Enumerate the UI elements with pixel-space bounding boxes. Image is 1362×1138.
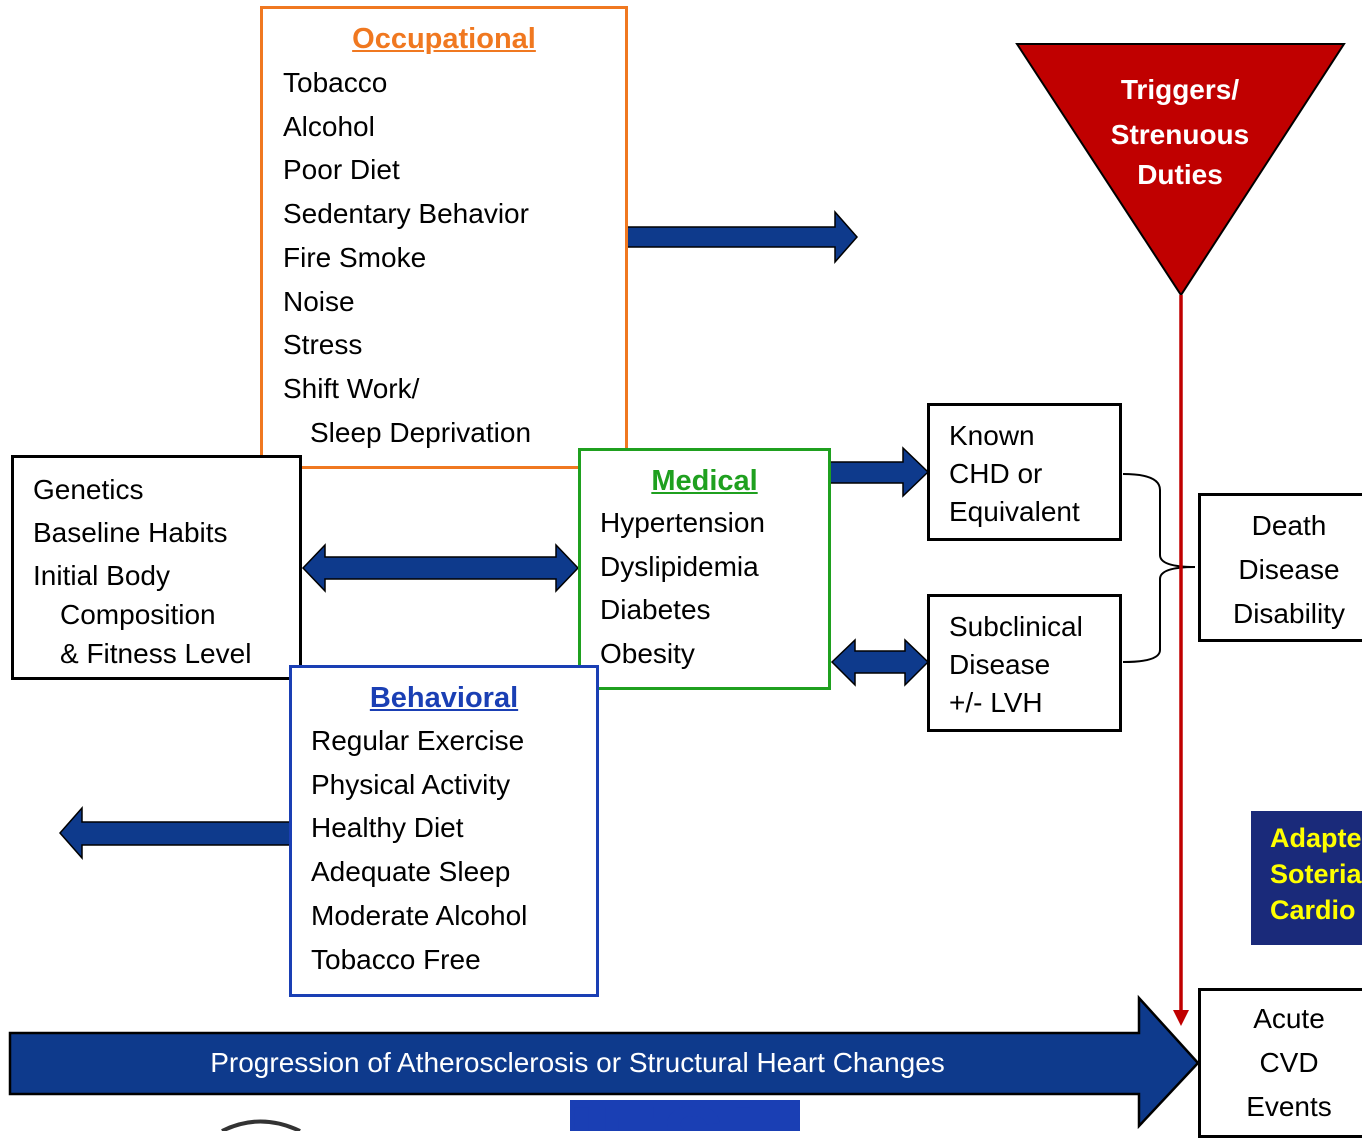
- logo-fragment-left-arc: [221, 1119, 301, 1131]
- occupational-out-arrow: [626, 210, 858, 264]
- adapted-box: Adapte Soteria Cardio: [1251, 811, 1362, 945]
- progression-label: Progression of Atherosclerosis or Struct…: [210, 1047, 945, 1078]
- medical-item: Dyslipidemia: [600, 550, 759, 582]
- medical-subclinical-double-arrow: [830, 638, 930, 687]
- progression-arrow: [8, 994, 1200, 1130]
- outcomes-line: Death: [1251, 510, 1327, 541]
- behavioral-out-arrow: [59, 806, 291, 860]
- outcomes-line: Disability: [1232, 598, 1346, 629]
- known-chd-line: CHD or: [949, 458, 1043, 489]
- behavioral-item: Adequate Sleep: [311, 856, 511, 888]
- subclinical-line: +/- LVH: [949, 687, 1043, 718]
- baseline-item: Baseline Habits: [33, 517, 228, 548]
- behavioral-item: Moderate Alcohol: [311, 899, 528, 931]
- known-chd-box: Known CHD or Equivalent: [927, 403, 1122, 541]
- occupational-item: Shift Work/: [283, 372, 420, 404]
- known-chd-line: Known: [949, 420, 1035, 451]
- logo-fragment-shape: [570, 1100, 800, 1131]
- occupational-item: Stress: [283, 329, 363, 361]
- medical-item: Hypertension: [600, 507, 765, 538]
- acute-line: Acute: [1253, 1003, 1325, 1034]
- behavioral-item: Regular Exercise: [311, 725, 525, 756]
- occupational-item: Poor Diet: [283, 154, 400, 186]
- subclinical-line: Subclinical: [949, 611, 1083, 642]
- logo-text-label: IFSI: [568, 1093, 804, 1132]
- trigger-line-text: Duties: [1137, 159, 1223, 190]
- baseline-item: Genetics: [33, 474, 144, 505]
- occupational-item: Alcohol: [283, 110, 375, 142]
- occupational-item: Fire Smoke: [283, 241, 427, 273]
- acute-line: Events: [1246, 1091, 1332, 1122]
- behavioral-item: Physical Activity: [311, 768, 511, 800]
- outcomes-line: Disease: [1238, 554, 1340, 585]
- baseline-item: Initial Body: [33, 560, 170, 591]
- behavioral-box: Behavioral Regular Exercise Physical Act…: [289, 665, 599, 997]
- occupational-item: Noise: [283, 285, 355, 317]
- occupational-title: Occupational: [352, 23, 536, 55]
- adapted-line: Soteria: [1270, 859, 1362, 889]
- behavioral-title: Behavioral: [369, 682, 519, 714]
- trigger-line-arrowhead: [1173, 1010, 1189, 1026]
- baseline-box: Genetics Baseline Habits Initial Body Co…: [11, 455, 302, 680]
- trigger-triangle: [1015, 43, 1346, 297]
- acute-line: CVD: [1259, 1047, 1319, 1078]
- baseline-medical-double-arrow: [301, 543, 580, 593]
- medical-known-chd-arrow: [829, 446, 930, 498]
- baseline-item: Composition: [60, 599, 216, 630]
- occupational-box: Occupational Tobacco Alcohol Poor Diet S…: [260, 6, 628, 469]
- occupational-item: Tobacco: [283, 67, 388, 98]
- subclinical-box: Subclinical Disease +/- LVH: [927, 594, 1122, 732]
- adapted-line: Cardio: [1270, 895, 1356, 925]
- trigger-text: Triggers/ Strenuous Duties: [1090, 68, 1270, 192]
- trigger-line-text: Triggers/: [1120, 74, 1240, 105]
- behavioral-item: Tobacco Free: [311, 943, 481, 975]
- medical-box: Medical Hypertension Dyslipidemia Diabet…: [578, 448, 831, 690]
- medical-title: Medical: [651, 465, 758, 497]
- medical-item: Diabetes: [600, 594, 711, 626]
- baseline-item: & Fitness Level: [60, 638, 252, 669]
- occupational-item: Sleep Deprivation: [310, 416, 532, 448]
- subclinical-line: Disease: [949, 649, 1051, 680]
- acute-cvd-box: Acute CVD Events: [1198, 988, 1362, 1138]
- medical-item: Obesity: [600, 638, 695, 670]
- logo-text: IFSI: [568, 1083, 804, 1132]
- outcomes-bracket: [1122, 473, 1196, 663]
- adapted-line: Adapte: [1270, 823, 1362, 853]
- outcomes-box: Death Disease Disability: [1198, 493, 1362, 642]
- trigger-line-text: Strenuous: [1110, 119, 1250, 150]
- behavioral-item: Healthy Diet: [311, 812, 464, 844]
- known-chd-line: Equivalent: [949, 496, 1080, 527]
- occupational-item: Sedentary Behavior: [283, 198, 529, 230]
